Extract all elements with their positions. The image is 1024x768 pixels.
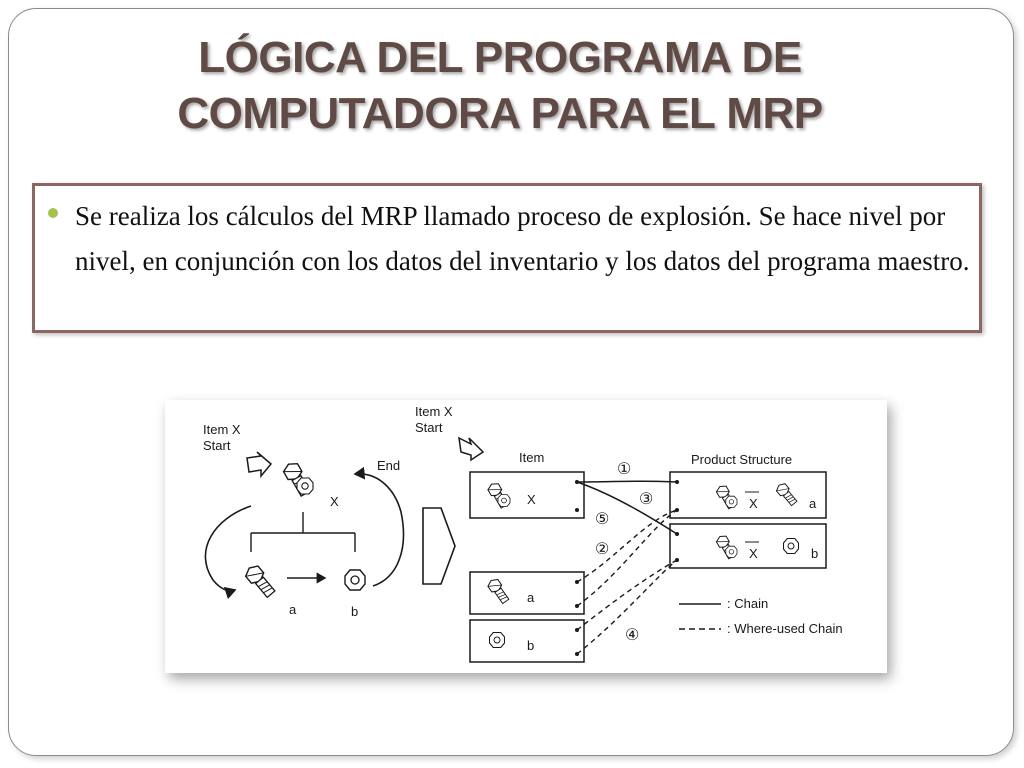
right-start-line1: Item X bbox=[415, 404, 453, 419]
product-structure-record-1 bbox=[669, 471, 827, 519]
bullet-text: Se realiza los cálculos del MRP llamado … bbox=[75, 201, 970, 276]
bullet-dot-icon bbox=[48, 208, 58, 218]
slide-title: LÓGICA DEL PROGRAMA DE COMPUTADORA PARA … bbox=[0, 30, 1000, 142]
right-curve-arrow bbox=[353, 466, 405, 587]
ps1-parent-label: X bbox=[749, 496, 758, 511]
left-start-line1: Item X bbox=[203, 422, 241, 437]
left-start-line2: Start bbox=[203, 438, 231, 453]
where-used-b-1 bbox=[576, 559, 678, 631]
chain-x-to-ps1 bbox=[576, 480, 678, 483]
mrp-diagram-svg: Item X Start X End a b bbox=[203, 404, 843, 663]
step-3-label: ③ bbox=[639, 491, 653, 508]
ps2-child-nut-icon bbox=[782, 537, 800, 555]
item-x-label: X bbox=[330, 494, 339, 509]
left-panel: Item X Start X End a b bbox=[203, 422, 405, 619]
where-used-a-1 bbox=[576, 509, 678, 583]
legend-where-used-label: : Where-used Chain bbox=[727, 621, 843, 636]
step-2-label: ② bbox=[595, 541, 609, 558]
ps1-child-label: a bbox=[809, 496, 817, 511]
ps2-parent-label: X bbox=[749, 546, 758, 561]
record-x-label: X bbox=[527, 492, 536, 507]
transition-arrow-icon bbox=[422, 507, 456, 585]
title-line-1: LÓGICA DEL PROGRAMA DE bbox=[198, 33, 802, 82]
item-b-nut-icon bbox=[344, 569, 366, 591]
where-used-b-2 bbox=[576, 559, 678, 655]
record-b-nut-icon bbox=[488, 631, 506, 649]
item-column-header: Item bbox=[519, 450, 544, 465]
slide-frame bbox=[8, 8, 1014, 756]
product-structure-header: Product Structure bbox=[691, 452, 792, 467]
item-a-label: a bbox=[289, 602, 297, 617]
title-line-2: COMPUTADORA PARA EL MRP bbox=[177, 89, 823, 138]
record-a-label: a bbox=[527, 590, 535, 605]
right-start-arrow-icon bbox=[458, 436, 485, 462]
bullet-box: Se realiza los cálculos del MRP llamado … bbox=[32, 183, 982, 333]
ps2-child-label: b bbox=[811, 546, 818, 561]
right-panel: Item X Start Item Product Structure X a bbox=[415, 404, 843, 663]
item-record-a bbox=[469, 571, 585, 615]
assembly-x-icon bbox=[280, 459, 314, 499]
product-structure-record-2 bbox=[669, 523, 827, 569]
step-4-label: ④ bbox=[625, 627, 639, 644]
step-1-label: ① bbox=[617, 461, 631, 478]
item-a-bolt-icon bbox=[242, 562, 278, 600]
end-label: End bbox=[377, 458, 400, 473]
legend-chain-label: : Chain bbox=[727, 596, 768, 611]
record-b-label: b bbox=[527, 638, 534, 653]
where-used-a-2 bbox=[576, 509, 678, 607]
right-start-line2: Start bbox=[415, 420, 443, 435]
item-b-label: b bbox=[351, 604, 358, 619]
chain-ps1-to-ps2 bbox=[576, 481, 678, 535]
left-curve-arrow bbox=[204, 505, 252, 600]
step-5-label: ⑤ bbox=[595, 511, 609, 528]
item-record-x bbox=[469, 471, 585, 519]
left-start-arrow-icon bbox=[246, 451, 273, 479]
mrp-diagram: Item X Start X End a b bbox=[165, 400, 887, 673]
